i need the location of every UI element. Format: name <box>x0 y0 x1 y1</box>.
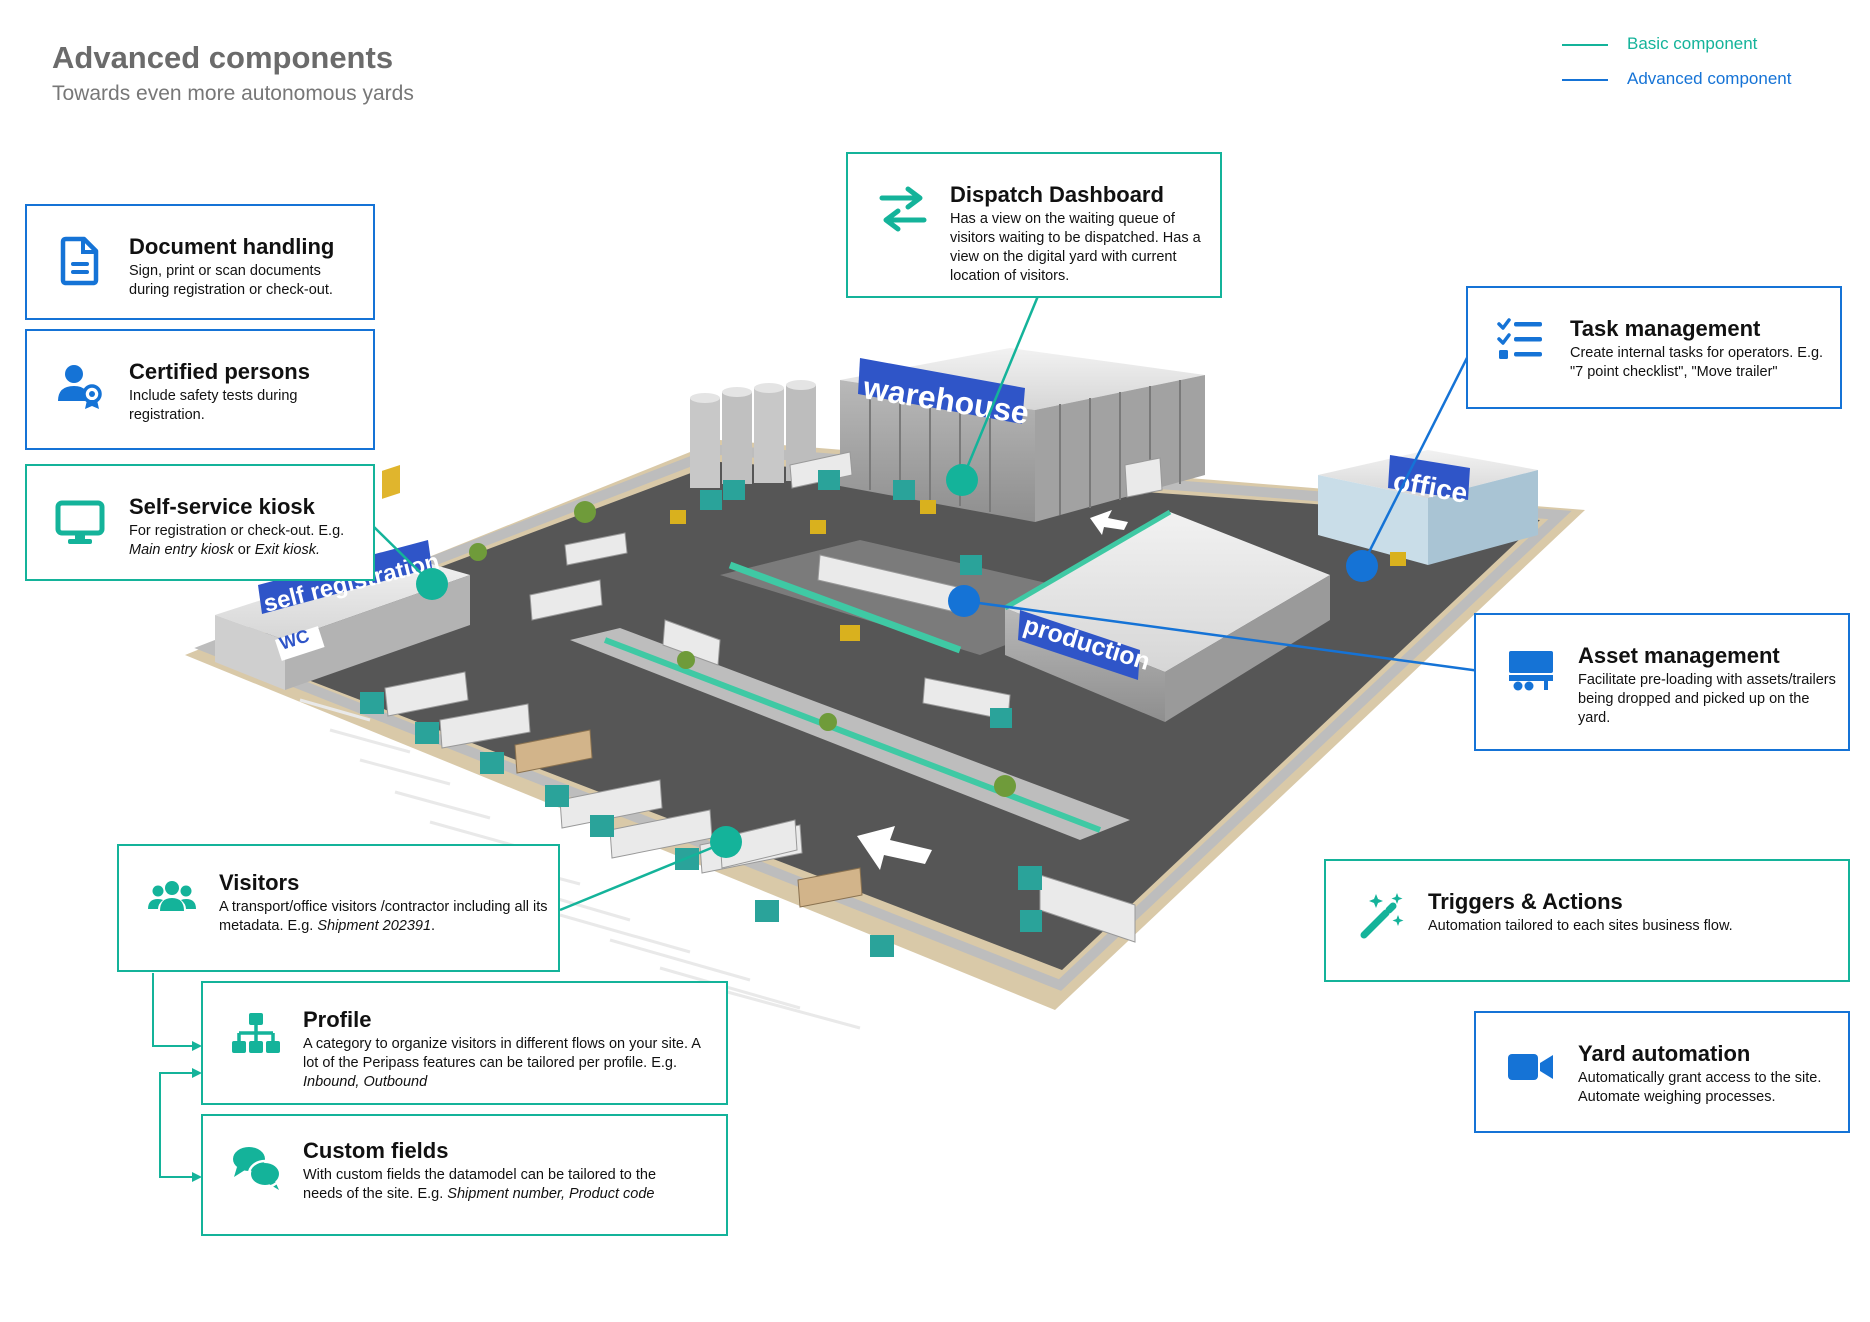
video-camera-icon <box>1506 1043 1556 1093</box>
yard-green-curb <box>603 637 1102 833</box>
page-title: Advanced components <box>52 40 394 75</box>
card-asset-management-title: Asset management <box>1578 643 1780 668</box>
visitors-desc-em: Shipment 202391 <box>317 918 432 934</box>
certified-person-icon <box>55 361 105 411</box>
profile-desc-start: A category to organize visitors in diffe… <box>303 1036 701 1071</box>
card-visitors-title: Visitors <box>219 870 300 895</box>
swap-arrows-icon <box>878 184 928 234</box>
legend-advanced-label: Advanced component <box>1627 69 1792 88</box>
visitors-desc-start: A transport/office visitors /contractor … <box>219 899 548 934</box>
card-triggers-actions[interactable]: Triggers & Actions Automation tailored t… <box>1324 859 1850 982</box>
card-custom-fields-title: Custom fields <box>303 1138 449 1163</box>
card-triggers-actions-desc: Automation tailored to each sites busine… <box>1428 918 1733 934</box>
card-document-handling-desc: Sign, print or scan documents during reg… <box>129 263 333 298</box>
yard-direction-arrow-top <box>1090 510 1128 535</box>
card-document-handling[interactable]: Document handling Sign, print or scan do… <box>25 204 375 320</box>
card-profile-desc: A category to organize visitors in diffe… <box>303 1035 708 1092</box>
card-visitors-desc: A transport/office visitors /contractor … <box>219 898 549 936</box>
card-certified-persons-desc: Include safety tests during registration… <box>129 388 298 423</box>
legend-basic: Basic component <box>1562 34 1812 56</box>
card-yard-automation-desc: Automatically grant access to the site. … <box>1578 1070 1822 1105</box>
production-building <box>1003 509 1330 722</box>
trees <box>469 501 1016 797</box>
callout-connectors <box>373 295 1481 912</box>
kiosk-desc-mid: or <box>233 542 255 558</box>
card-custom-fields-desc: With custom fields the datamodel can be … <box>303 1166 698 1204</box>
kiosk-desc-em2: Exit kiosk. <box>254 542 320 558</box>
kiosk-desc-start: For registration or check-out. E.g. <box>129 523 345 539</box>
card-visitors[interactable]: Visitors A transport/office visitors /co… <box>117 844 560 972</box>
card-task-management-title: Task management <box>1570 316 1761 341</box>
card-yard-automation[interactable]: Yard automation Automatically grant acce… <box>1474 1011 1850 1133</box>
card-dispatch-dashboard-title: Dispatch Dashboard <box>950 182 1164 207</box>
legend-basic-label: Basic component <box>1627 34 1758 53</box>
yard-green-curb-upper <box>728 561 962 654</box>
card-profile[interactable]: Profile A category to organize visitors … <box>201 981 728 1105</box>
card-dispatch-dashboard-desc: Has a view on the waiting queue of visit… <box>950 211 1201 284</box>
card-triggers-actions-title: Triggers & Actions <box>1428 889 1623 914</box>
card-self-service-kiosk-desc: For registration or check-out. E.g. Main… <box>129 522 364 560</box>
legend-basic-swatch <box>1562 44 1608 46</box>
custom-fields-desc-em: Shipment number, Product code <box>447 1186 655 1202</box>
visitors-desc-end: . <box>431 918 436 934</box>
card-asset-management[interactable]: Asset management Facilitate pre-loading … <box>1474 613 1850 751</box>
visitor-tree-arrowheads <box>192 1041 202 1182</box>
people-icon <box>147 874 197 924</box>
card-task-management[interactable]: Task management Create internal tasks fo… <box>1466 286 1842 409</box>
page-subtitle: Towards even more autonomous yards <box>52 82 414 105</box>
card-profile-title: Profile <box>303 1007 372 1032</box>
callout-dots <box>416 464 1378 858</box>
card-dispatch-dashboard[interactable]: Dispatch Dashboard Has a view on the wai… <box>846 152 1222 298</box>
card-custom-fields[interactable]: Custom fields With custom fields the dat… <box>201 1114 728 1236</box>
monitor-icon <box>55 498 105 548</box>
legend-advanced: Advanced component <box>1562 69 1812 91</box>
yard-boundary-wall <box>194 444 1572 991</box>
card-certified-persons[interactable]: Certified persons Include safety tests d… <box>25 329 375 450</box>
visitor-tree-connectors <box>152 973 196 1178</box>
custom-fields-desc-start: With custom fields the datamodel can be … <box>303 1167 657 1202</box>
card-self-service-kiosk[interactable]: Self-service kiosk For registration or c… <box>25 464 375 581</box>
card-self-service-kiosk-title: Self-service kiosk <box>129 494 315 519</box>
card-task-management-desc: Create internal tasks for operators. E.g… <box>1570 345 1824 380</box>
trailer-icon <box>1506 647 1556 697</box>
card-asset-management-desc: Facilitate pre-loading with assets/trail… <box>1578 672 1836 726</box>
card-certified-persons-title: Certified persons <box>129 359 310 384</box>
legend-advanced-swatch <box>1562 79 1608 81</box>
yard-direction-arrow <box>857 826 932 870</box>
chat-bubbles-icon <box>231 1144 283 1194</box>
card-document-handling-title: Document handling <box>129 234 335 259</box>
checklist-icon <box>1496 316 1546 366</box>
hierarchy-icon <box>231 1011 281 1061</box>
office-building <box>1318 450 1538 565</box>
warehouse-building <box>840 348 1205 522</box>
card-yard-automation-title: Yard automation <box>1578 1041 1751 1066</box>
profile-desc-em: Inbound, Outbound <box>303 1074 428 1090</box>
kiosk-desc-em1: Main entry kiosk <box>129 542 234 558</box>
magic-wand-icon <box>1356 891 1406 941</box>
document-icon <box>55 236 105 286</box>
